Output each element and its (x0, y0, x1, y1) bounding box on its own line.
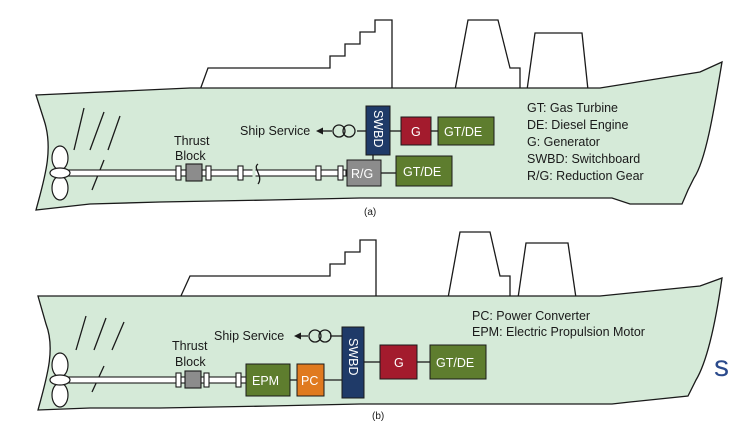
ship-b-epm-box (245, 363, 291, 397)
ship-a-generator-label: G (411, 125, 421, 139)
ship-b-propeller-blade-top (51, 352, 69, 378)
ship-a-funnel-left (454, 19, 521, 91)
ship-a-thrust-label-2: Block (175, 149, 206, 163)
ship-a-bearing-1 (175, 165, 182, 181)
ship-b-hull (37, 277, 723, 411)
ship-a-stern-struts (73, 107, 121, 191)
ship-a-bearing-2 (205, 165, 212, 181)
ship-b-bearing-1 (175, 372, 182, 388)
ship-b-swbd-label: SWBD (346, 338, 360, 376)
ship-b-ship-service-label: Ship Service (214, 329, 284, 343)
ship-b-pc-label: PC (301, 374, 318, 388)
ship-a-generator-box (400, 116, 432, 146)
ship-b-thrust-block (184, 370, 202, 389)
ship-a-transformer-coil-1 (332, 124, 346, 138)
ship-a-gtde-upper-label: GT/DE (444, 125, 482, 139)
ship-b-caption: (b) (372, 411, 384, 422)
ship-a-ship-service-arrow-head (316, 127, 323, 135)
ship-b-transformer-coil-1 (308, 329, 322, 343)
ship-b-epm-label: EPM (252, 374, 279, 388)
ship-a-shaft-break (255, 163, 261, 185)
ship-b-ship-service-arrow-head (294, 332, 301, 340)
ship-b-funnel-right (517, 242, 577, 299)
ship-a: Thrust Block Ship Service SWBD G GT/DE R… (35, 19, 723, 218)
ship-b-bearing-2 (203, 372, 210, 388)
ship-a-propeller-hub (49, 167, 71, 179)
ship-a-bearing-3 (237, 165, 244, 181)
ship-a-bearing-5 (337, 165, 344, 181)
ship-a-thrust-block (185, 163, 203, 182)
ship-a-funnel-right (526, 32, 589, 91)
ship-a-gtde-lower-box (395, 155, 453, 187)
ship-a-gtde-lower-label: GT/DE (403, 165, 441, 179)
ship-a-bearing-4 (315, 165, 322, 181)
ship-a-caption: (a) (364, 207, 376, 218)
ship-b-thrust-label-2: Block (175, 355, 206, 369)
ship-b-thrust-label-1: Thrust (172, 339, 208, 353)
ship-b-superstructure (178, 239, 377, 299)
ship-b-gtde-box (429, 344, 487, 380)
ship-a-legend-line-4: SWBD: Switchboard (527, 152, 640, 166)
ship-a-swbd-label: SWBD (371, 110, 385, 148)
ship-b-propeller-hub (49, 374, 71, 386)
ship-a-rg-label: R/G (351, 167, 373, 181)
ship-b-pc-box (296, 363, 325, 397)
ship-a-gtde-upper-box (437, 116, 495, 146)
ship-b-legend-line-1: PC: Power Converter (472, 309, 590, 323)
ship-a-superstructure (199, 19, 393, 91)
ship-a-thrust-label-1: Thrust (174, 134, 210, 148)
ship-b-shaft (67, 376, 249, 384)
ship-b-stern-struts (75, 315, 125, 393)
ship-a-legend-line-1: GT: Gas Turbine (527, 101, 618, 115)
ship-a-legend-line-2: DE: Diesel Engine (527, 118, 628, 132)
ship-b-propeller-blade-bottom (51, 382, 69, 408)
ship-b-legend-line-2: EPM: Electric Propulsion Motor (472, 325, 645, 339)
ship-b-generator-label: G (394, 356, 404, 370)
ship-b-bearing-3 (235, 372, 242, 388)
ship-a-propeller-blade-bottom (51, 175, 69, 201)
ship-a-transformer-coil-2 (342, 124, 356, 138)
ship-a-legend-line-5: R/G: Reduction Gear (527, 169, 644, 183)
ship-a-ship-service-label: Ship Service (240, 124, 310, 138)
side-glyph: s (714, 350, 729, 383)
ship-a-legend-line-3: G: Generator (527, 135, 600, 149)
ship-a-propeller-blade-top (51, 145, 69, 171)
ship-b-gtde-label: GT/DE (436, 356, 474, 370)
ship-b-funnel-left (447, 231, 511, 299)
ship-b-transformer-coil-2 (318, 329, 332, 343)
ship-b: Thrust Block Ship Service EPM PC SWBD G … (37, 231, 723, 422)
ship-a-swbd-box (365, 105, 391, 156)
